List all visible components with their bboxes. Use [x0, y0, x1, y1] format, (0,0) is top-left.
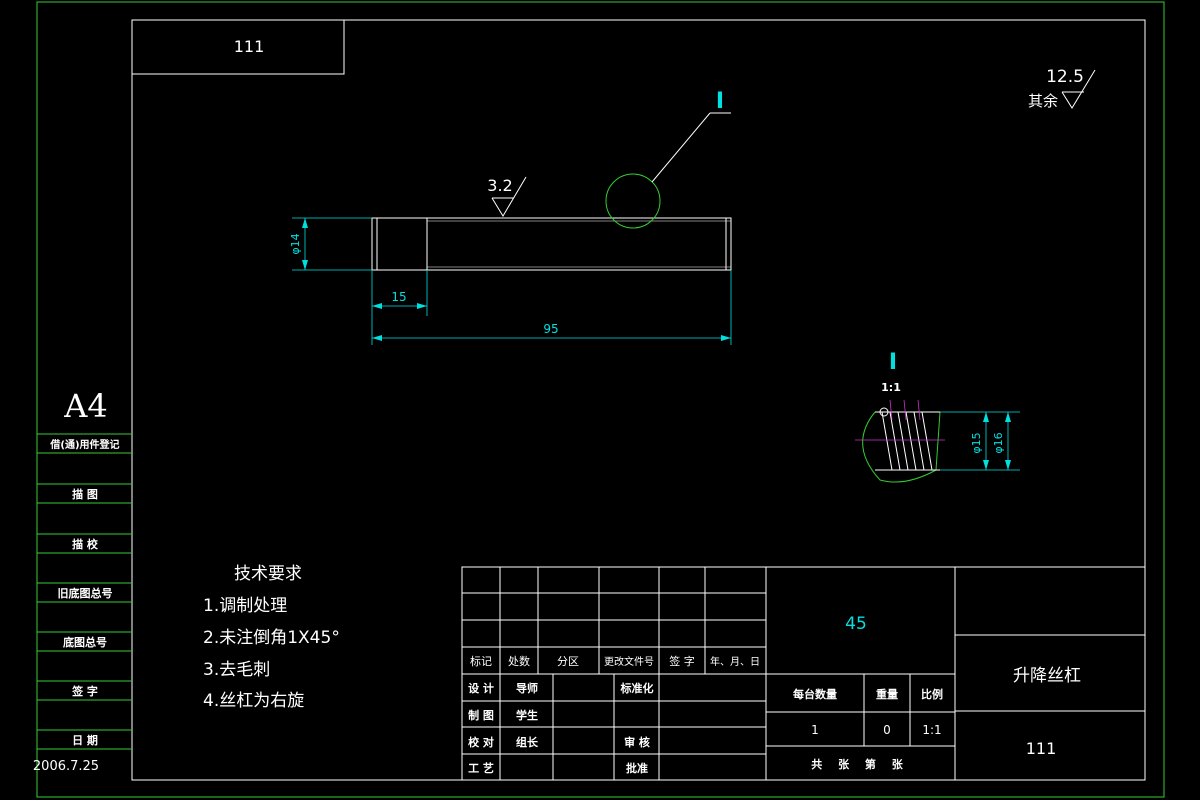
dim-diameter-text: φ14: [289, 233, 302, 254]
detail-view: I 1:1 φ15 φ16: [855, 350, 1020, 483]
sidebar-row-1: 描 图: [72, 487, 98, 501]
title-box-text: 111: [234, 37, 265, 56]
sidebar-row-0: 借(通)用件登记: [49, 438, 119, 451]
tb-standardization: 标准化: [620, 681, 654, 695]
tb-drafting: 制 图: [468, 708, 494, 722]
tb-header-2: 分区: [557, 655, 579, 668]
tech-title: 技术要求: [234, 564, 302, 584]
tb-header-3: 更改文件号: [604, 655, 654, 668]
title-box: [131, 19, 345, 75]
tb-part-name: 升降丝杠: [1013, 666, 1081, 686]
tb-header-0: 标记: [470, 654, 492, 668]
roughness-surface-symbol: 3.2: [487, 176, 527, 217]
sidebar-row-2: 描 校: [72, 537, 99, 551]
tech-item-1: 2.未注倒角1X45°: [203, 628, 340, 648]
tb-design: 设 计: [468, 681, 494, 695]
detail-view-label: I: [889, 350, 897, 375]
sidebar-table: 借(通)用件登记 描 图 描 校 旧底图总号 底图总号 签 字 日 期 2006…: [33, 433, 132, 774]
detail-marker-label: I: [716, 89, 724, 114]
sidebar-row-4: 底图总号: [63, 635, 107, 649]
tb-approve: 批准: [626, 761, 648, 775]
tech-requirements: 技术要求 1.调制处理 2.未注倒角1X45° 3.去毛刺 4.丝杠为右旋: [203, 564, 340, 711]
dimension-diameter: φ14: [289, 217, 372, 271]
dimension-len-total: 95: [372, 270, 732, 345]
sidebar-row-5: 签 字: [71, 684, 98, 698]
tb-review: 审 核: [624, 735, 650, 749]
format-size: A4: [63, 387, 107, 425]
sidebar-row-3: 旧底图总号: [58, 586, 113, 600]
tb-weight-label: 重量: [876, 687, 898, 701]
tb-sheets: 共 张 第 张: [811, 757, 909, 771]
sidebar-date: 2006.7.25: [33, 759, 99, 774]
tb-header-5: 年、月、日: [710, 655, 760, 668]
detail-dia-inner: φ15: [970, 432, 983, 453]
outer-frame: [36, 1, 1165, 798]
roughness-general-symbol: 12.5 其余: [1028, 67, 1096, 110]
title-block-text: 标记 处数 分区 更改文件号 签 字 年、月、日 设 计 导师 标准化 制 图 …: [468, 614, 1081, 775]
tb-qty-value: 1: [811, 723, 819, 737]
tech-item-0: 1.调制处理: [203, 596, 287, 616]
tb-process: 工 艺: [468, 761, 494, 775]
tb-supervisor: 导师: [516, 681, 538, 695]
tb-material: 45: [845, 614, 867, 634]
title-block: [461, 566, 1146, 781]
tb-drawing-no: 111: [1026, 739, 1057, 758]
dim-len-short-text: 15: [391, 290, 406, 304]
tech-item-2: 3.去毛刺: [203, 660, 270, 680]
tb-ratio-label: 比例: [921, 687, 943, 701]
sidebar-row-6: 日 期: [72, 733, 98, 747]
tb-leader: 组长: [516, 735, 539, 749]
tb-ratio-value: 1:1: [922, 723, 941, 737]
detail-callout: I: [605, 89, 731, 229]
tb-weight-value: 0: [883, 723, 891, 737]
detail-dia-outer: φ16: [992, 432, 1005, 453]
tb-qty-label: 每台数量: [793, 687, 837, 701]
tb-header-1: 处数: [508, 655, 530, 668]
detail-view-scale: 1:1: [881, 381, 901, 394]
dim-len-total-text: 95: [543, 322, 558, 336]
dimension-len-short: 15: [371, 270, 428, 345]
tech-item-3: 4.丝杠为右旋: [203, 691, 304, 711]
roughness-surface-value: 3.2: [487, 176, 512, 195]
tb-student: 学生: [516, 708, 538, 722]
shaft-part: [371, 217, 732, 271]
roughness-general-label: 其余: [1028, 92, 1058, 110]
tb-header-4: 签 字: [669, 654, 695, 668]
tb-check: 校 对: [468, 735, 494, 749]
roughness-general-value: 12.5: [1046, 67, 1084, 87]
